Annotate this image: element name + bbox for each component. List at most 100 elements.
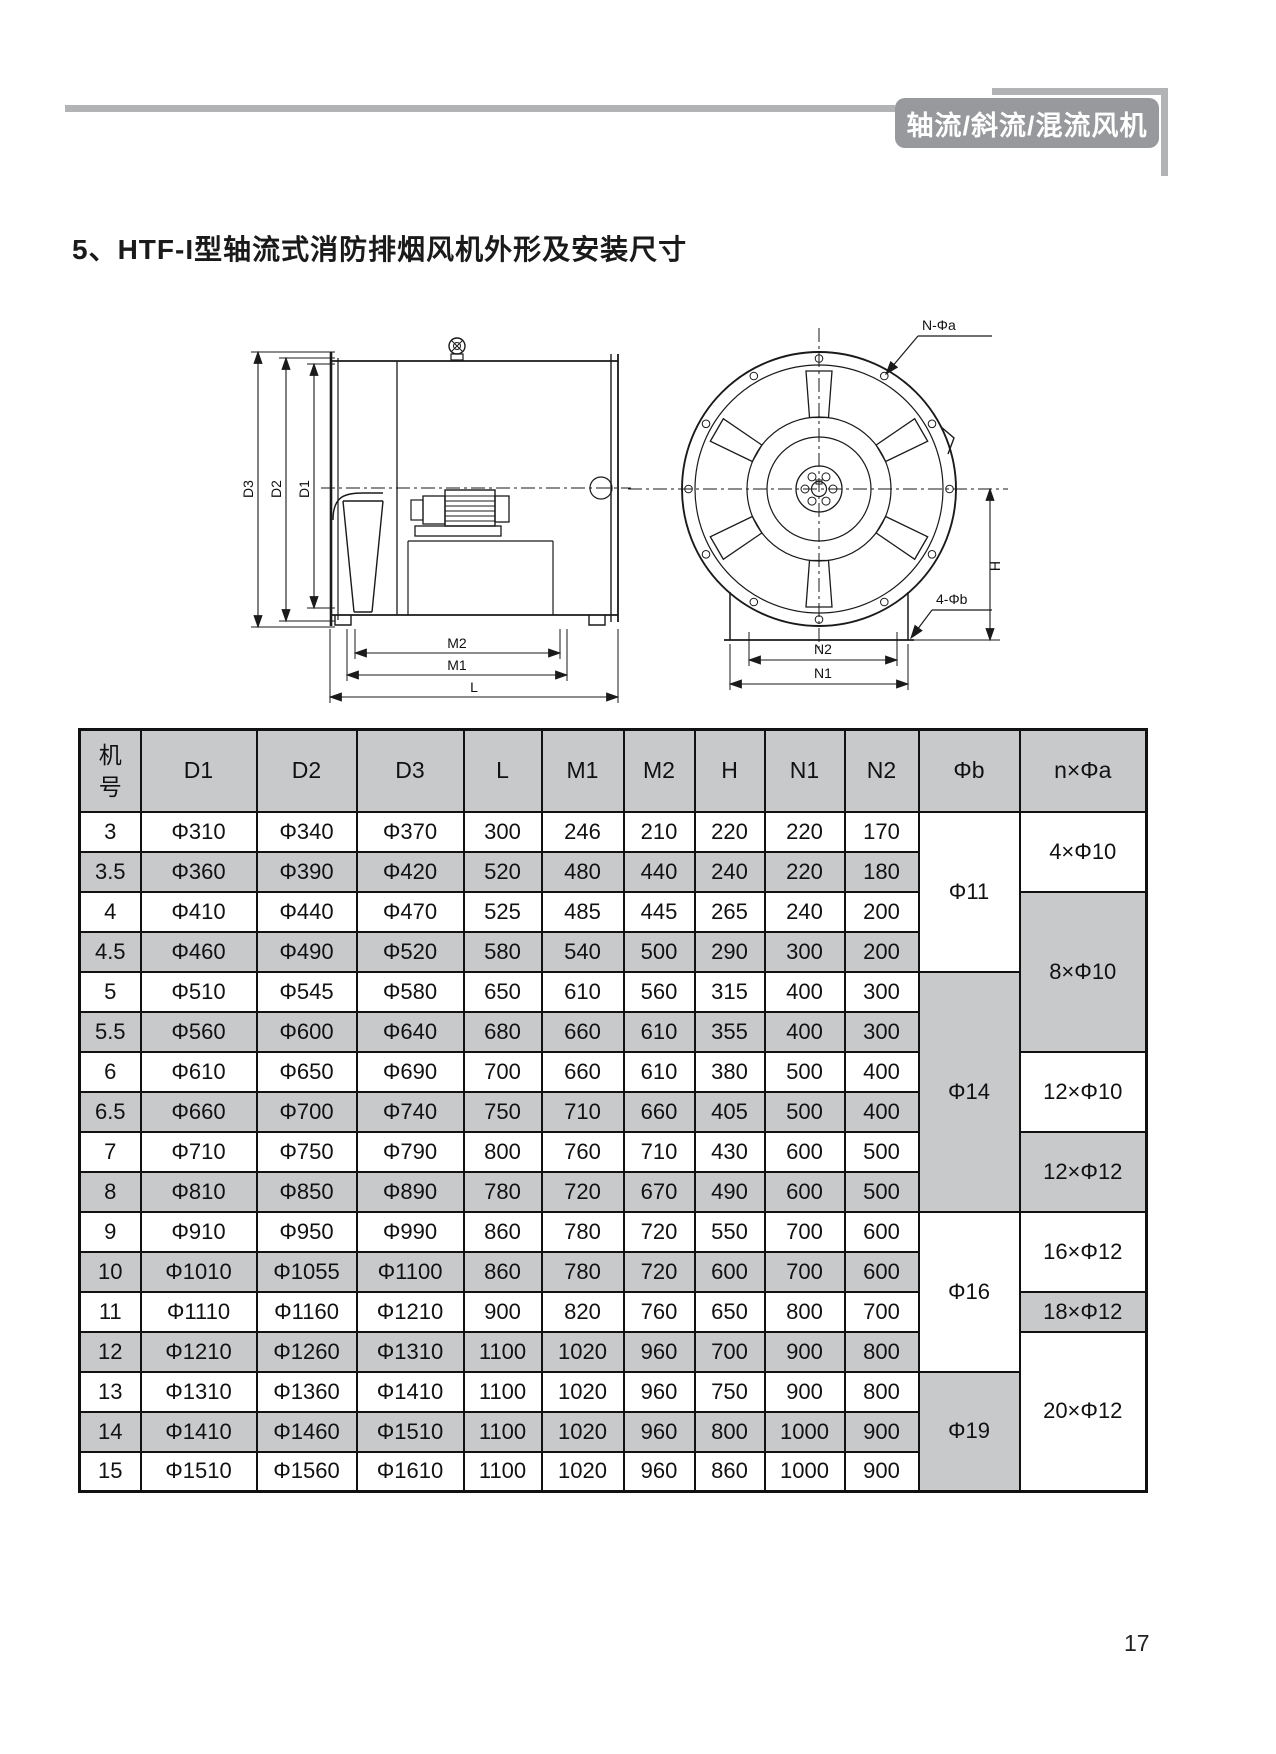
value-cell: Φ1210 [139,1330,258,1373]
value-cell: Φ700 [255,1090,358,1133]
value-cell: 780 [540,1250,625,1293]
value-cell: 430 [693,1130,766,1173]
value-cell: Φ850 [255,1170,358,1213]
value-cell: Φ490 [255,930,358,973]
model-cell: 11 [78,1290,142,1333]
value-cell: Φ660 [139,1090,258,1133]
column-header-9: N2 [843,728,920,813]
value-cell: 960 [622,1450,696,1493]
model-cell: 10 [78,1250,142,1293]
column-header-0: 机号 [78,728,142,813]
header-rule [65,105,895,112]
column-header-label: M1 [566,757,599,784]
value-cell: 780 [540,1210,625,1253]
value-cell: 540 [540,930,625,973]
value-cell: 1020 [540,1450,625,1493]
value-cell: Φ420 [355,850,465,893]
model-cell: 6 [78,1050,142,1093]
value-cell: 1020 [540,1370,625,1413]
value-cell: Φ640 [355,1010,465,1053]
value-cell: Φ1410 [139,1410,258,1453]
value-cell: 180 [843,850,920,893]
value-cell: Φ310 [139,810,258,853]
value-cell: 355 [693,1010,766,1053]
model-cell: 4 [78,890,142,933]
n-phi-a-cell: 18×Φ12 [1018,1290,1148,1333]
value-cell: 900 [763,1370,846,1413]
column-header-4: L [462,728,543,813]
value-cell: Φ410 [139,890,258,933]
value-cell: 800 [462,1130,543,1173]
value-cell: Φ910 [139,1210,258,1253]
value-cell: 200 [843,890,920,933]
value-cell: Φ1310 [139,1370,258,1413]
value-cell: Φ440 [255,890,358,933]
value-cell: 525 [462,890,543,933]
value-cell: Φ1310 [355,1330,465,1373]
value-cell: Φ790 [355,1130,465,1173]
column-header-label: Φb [953,757,985,784]
value-cell: Φ990 [355,1210,465,1253]
value-cell: 300 [462,810,543,853]
column-header-label: D3 [395,757,425,784]
value-cell: Φ810 [139,1170,258,1213]
value-cell: 750 [693,1370,766,1413]
value-cell: 1000 [763,1450,846,1493]
model-cell: 9 [78,1210,142,1253]
phi-b-cell: Φ11 [917,810,1021,973]
value-cell: 440 [622,850,696,893]
value-cell: 660 [540,1010,625,1053]
value-cell: 400 [763,1010,846,1053]
front-view-drawing: N-Φa 4-Φb H N2 N1 [628,317,1008,690]
value-cell: 1000 [763,1410,846,1453]
corner-frame-horizontal [992,88,1168,95]
value-cell: 1020 [540,1410,625,1453]
value-cell: 600 [763,1130,846,1173]
value-cell: 600 [763,1170,846,1213]
value-cell: 485 [540,890,625,933]
value-cell: 1100 [462,1450,543,1493]
value-cell: 600 [843,1250,920,1293]
label-d3: D3 [240,480,256,498]
value-cell: 500 [763,1090,846,1133]
phi-b-cell: Φ19 [917,1370,1021,1493]
column-header-8: N1 [763,728,846,813]
value-cell: Φ1510 [139,1450,258,1493]
value-cell: 900 [763,1330,846,1373]
value-cell: Φ470 [355,890,465,933]
value-cell: Φ1560 [255,1450,358,1493]
value-cell: 500 [763,1050,846,1093]
value-cell: Φ600 [255,1010,358,1053]
value-cell: Φ545 [255,970,358,1013]
label-h: H [987,561,1003,571]
value-cell: 170 [843,810,920,853]
value-cell: 820 [540,1290,625,1333]
value-cell: 860 [693,1450,766,1493]
label-base-note: 4-Φb [936,591,968,607]
model-cell: 15 [78,1450,142,1493]
value-cell: 650 [693,1290,766,1333]
value-cell: 500 [843,1170,920,1213]
column-header-label: 机号 [98,741,122,800]
column-header-label: N1 [789,757,820,784]
label-l: L [470,679,478,695]
model-cell: 13 [78,1370,142,1413]
value-cell: 960 [622,1410,696,1453]
value-cell: 800 [763,1290,846,1333]
column-header-2: D2 [255,728,358,813]
value-cell: 800 [693,1410,766,1453]
value-cell: Φ690 [355,1050,465,1093]
value-cell: 265 [693,890,766,933]
model-cell: 3 [78,810,142,853]
value-cell: 600 [843,1210,920,1253]
value-cell: 300 [763,930,846,973]
